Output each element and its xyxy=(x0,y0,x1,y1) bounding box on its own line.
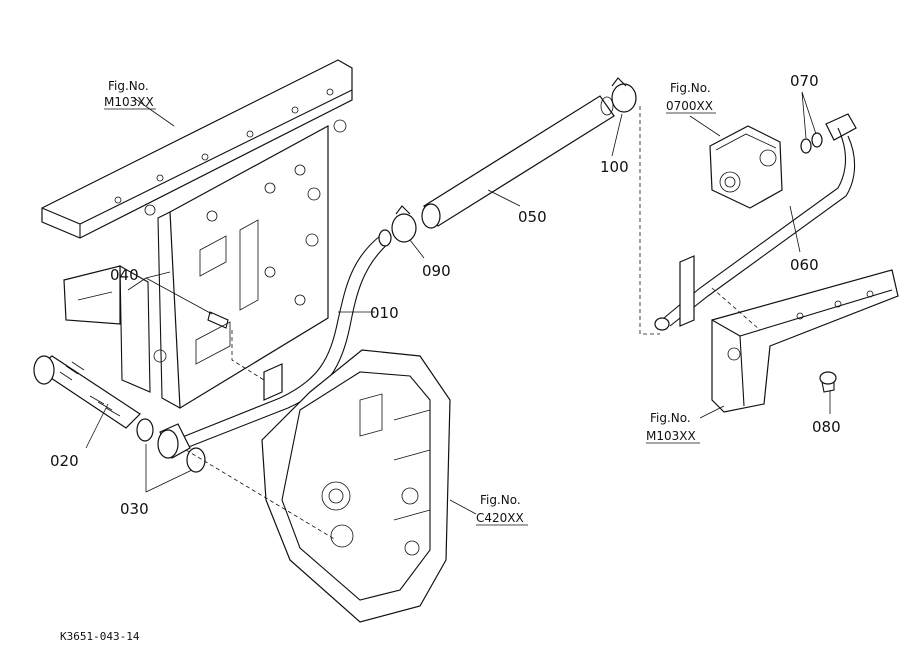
hose-clamp-100-drawing xyxy=(611,77,637,113)
pump-drawing xyxy=(709,125,783,209)
part-label-100: 100 xyxy=(600,158,629,176)
fig-ref-4-title: Fig.No. xyxy=(480,493,521,507)
fig-ref-2-title: Fig.No. xyxy=(670,81,711,95)
part-label-040: 040 xyxy=(110,266,139,284)
pipe-060-drawing xyxy=(654,113,857,331)
fig-ref-2-code: 0700XX xyxy=(666,99,713,113)
part-label-010: 010 xyxy=(370,304,399,322)
fig-ref-3-title: Fig.No. xyxy=(650,411,691,425)
o-ring-070-drawing xyxy=(800,132,823,154)
transmission-case-drawing xyxy=(261,349,451,623)
part-label-070: 070 xyxy=(790,72,819,90)
fig-ref-3-code: M103XX xyxy=(646,429,696,443)
part-label-020: 020 xyxy=(50,452,79,470)
part-label-060: 060 xyxy=(790,256,819,274)
leader-lines xyxy=(85,91,831,541)
part-label-080: 080 xyxy=(812,418,841,436)
o-ring-030-drawing xyxy=(136,418,206,473)
part-label-050: 050 xyxy=(518,208,547,226)
plug-080-drawing xyxy=(819,371,837,393)
hose-050-drawing xyxy=(421,95,615,229)
frame-bracket-drawing xyxy=(41,59,353,410)
part-label-090: 090 xyxy=(422,262,451,280)
document-code: K3651-043-14 xyxy=(60,630,140,643)
fig-ref-1-title: Fig.No. xyxy=(108,79,149,93)
fig-ref-1-code: M103XX xyxy=(104,95,154,109)
strainer-020-drawing xyxy=(33,355,141,429)
fig-ref-4-code: C420XX xyxy=(476,511,524,525)
pipe-fitting-drawing xyxy=(157,423,191,459)
part-label-030: 030 xyxy=(120,500,149,518)
hose-clamp-090-drawing xyxy=(391,205,417,243)
right-bracket-drawing xyxy=(711,269,899,413)
